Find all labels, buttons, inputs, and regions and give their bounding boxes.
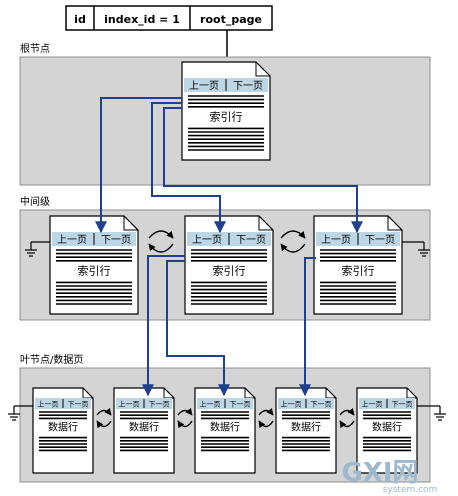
level-label-leaf: 叶节点/数据页 (20, 353, 83, 366)
next-page-label: 下一页 (365, 234, 395, 246)
prev-page-label: 上一页 (200, 400, 221, 409)
page-sheet (275, 387, 337, 474)
watermark-brand: GXI网 (341, 458, 418, 488)
sibling-link-leaf-2-3 (177, 407, 193, 429)
arrow-intermediate-to-leaf-3 (299, 257, 316, 397)
leaf-left-end (8, 405, 33, 421)
data-rows-label: 数据行 (210, 421, 240, 434)
sibling-link-intermediate-2-3 (280, 230, 306, 253)
next-page-label: 下一页 (230, 401, 251, 409)
sibling-link-intermediate-1-2 (148, 230, 174, 253)
data-rows-label: 数据行 (129, 421, 159, 434)
watermark-domain: system.com (383, 485, 438, 495)
page-sheet (194, 387, 256, 474)
sibling-link-leaf-3-4 (258, 407, 274, 429)
index-rows-label: 索引行 (342, 263, 375, 277)
arrow-root-to-intermediate-2 (151, 102, 226, 234)
arrow-intermediate-to-leaf-1 (142, 255, 185, 397)
page-fold (258, 216, 273, 231)
page-fold (387, 216, 402, 231)
prev-page-label: 上一页 (119, 400, 140, 409)
prev-page-label: 上一页 (38, 400, 59, 409)
sibling-link-leaf-4-5 (339, 407, 355, 429)
level-label-root: 根节点 (20, 42, 50, 55)
page-sheet (32, 387, 94, 474)
page-fold (123, 216, 138, 231)
data-rows-label: 数据行 (372, 421, 402, 434)
prev-page-label: 上一页 (321, 234, 351, 246)
pointer-arrows (95, 97, 363, 397)
header-cell-root-page: root_page (200, 13, 262, 26)
watermark: GXI网 system.com (341, 458, 437, 495)
page-sheet (356, 387, 418, 474)
sibling-links (96, 230, 355, 429)
prev-page-label: 上一页 (189, 80, 219, 92)
page-fold (255, 62, 270, 77)
next-page-label: 下一页 (233, 80, 263, 92)
next-page-label: 下一页 (236, 234, 266, 246)
page-sheet (113, 387, 175, 474)
prev-page-label: 上一页 (281, 400, 302, 409)
next-page-label: 下一页 (101, 234, 131, 246)
header-cell-id: id (74, 13, 86, 26)
next-page-label: 下一页 (392, 401, 413, 409)
leaf-right-end (417, 405, 446, 421)
chain-end-markers (8, 241, 446, 421)
prev-page-label: 上一页 (362, 400, 383, 409)
prev-page-label: 上一页 (192, 234, 222, 246)
next-page-label: 下一页 (68, 401, 89, 409)
arrow-root-to-intermediate-1 (95, 97, 182, 234)
intermediate-left-end (25, 241, 50, 257)
level-label-intermediate: 中间级 (20, 195, 50, 208)
arrow-intermediate-to-leaf-2 (166, 260, 230, 397)
index-rows-label: 索引行 (78, 263, 111, 277)
arrow-root-to-intermediate-3 (163, 107, 363, 234)
next-page-label: 下一页 (311, 401, 332, 409)
intermediate-right-end (402, 241, 430, 257)
index-rows-label: 索引行 (213, 263, 246, 277)
sibling-link-leaf-1-2 (96, 407, 112, 429)
data-rows-label: 数据行 (291, 421, 321, 434)
index-rows-label: 索引行 (210, 109, 243, 123)
next-page-label: 下一页 (149, 401, 170, 409)
data-rows-label: 数据行 (48, 421, 78, 434)
prev-page-label: 上一页 (57, 234, 87, 246)
header-table: id index_id = 1 root_page (65, 5, 273, 31)
header-cell-index-id: index_id = 1 (104, 13, 180, 26)
